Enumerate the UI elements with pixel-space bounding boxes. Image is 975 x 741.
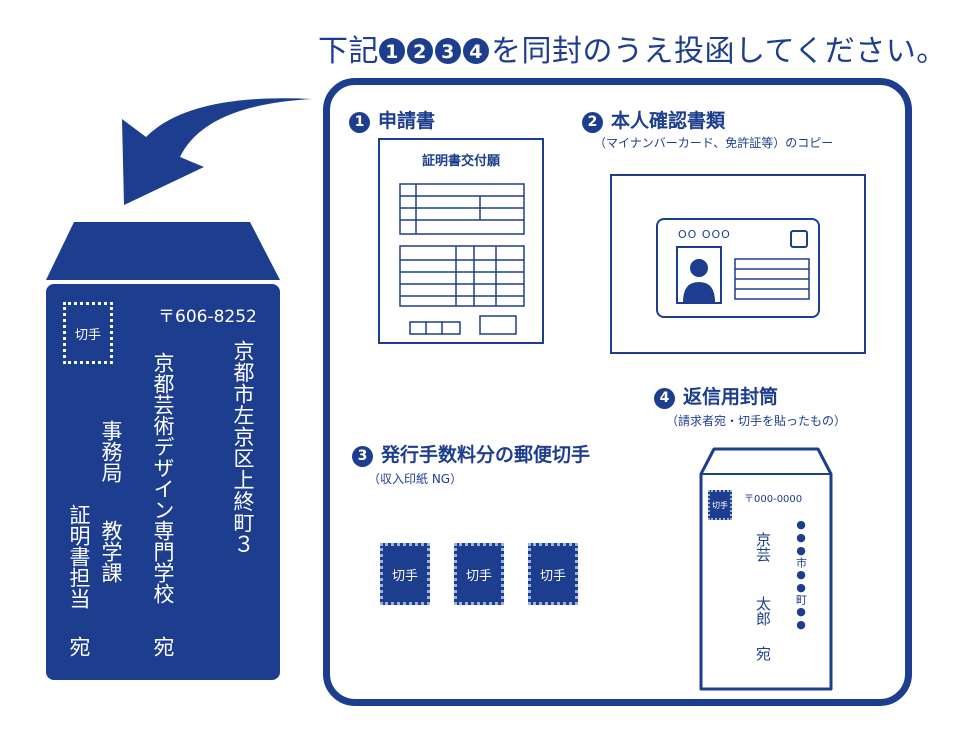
dept-section: 教学課 <box>99 520 123 583</box>
item-3-number: 3 <box>352 446 373 467</box>
person-photo-icon <box>676 246 722 304</box>
return-name-given: 太郎 <box>754 596 772 626</box>
item-3-label: 発行手数料分の郵便切手 <box>381 444 591 466</box>
item-2-number: 2 <box>582 112 603 133</box>
address-text: 京都市左京区上終町３ <box>231 340 255 555</box>
dept-honorific: 宛 <box>67 636 91 657</box>
item-1-number: 1 <box>349 112 370 133</box>
instruction-text: 下記 1 2 3 4 を同封のうえ投函してください。 <box>318 26 947 70</box>
main-envelope: 切手 〒606-8252 京都市左京区上終町３ 京都芸術デザイン専門学校 宛 事… <box>40 222 284 684</box>
instruction-suffix: を同封のうえ投函してください。 <box>491 34 947 69</box>
return-address: ●●● 市 ●● 町 ●● <box>792 518 810 631</box>
return-address-mid: ●● <box>794 568 808 594</box>
return-envelope: 切手 〒000-0000 ●●● 市 ●● 町 ●● 京芸 太郎 宛 <box>698 446 834 692</box>
instruction-numbers: 1 2 3 4 <box>379 38 489 64</box>
return-envelope-shape <box>699 447 833 691</box>
card-dots: OO OOO <box>678 228 731 241</box>
return-name-family: 京芸 <box>754 532 772 562</box>
item-4-label: 返信用封筒 <box>683 386 779 408</box>
id-copy-illustration: OO OOO <box>610 174 866 354</box>
dept-certificate: 証明書担当 <box>67 504 91 609</box>
stamp-box: 切手 <box>63 302 113 364</box>
stamp-label: 切手 <box>74 328 101 343</box>
return-stamp-label: 切手 <box>712 501 728 510</box>
instruction-num-4: 4 <box>469 41 483 63</box>
item-2-label: 本人確認書類 <box>611 110 726 132</box>
application-form-illustration: 証明書交付願 <box>378 138 544 344</box>
dept-office: 事務局 <box>99 420 123 483</box>
instruction-num-1: 1 <box>385 41 399 63</box>
curved-arrow-icon <box>122 98 312 205</box>
item-1-label: 申請書 <box>378 110 436 132</box>
school-name: 京都芸術デザイン専門学校 <box>151 352 175 604</box>
card-chip-icon <box>790 230 808 248</box>
item-4-number: 4 <box>654 388 675 409</box>
return-address-top: ●●● <box>794 518 808 557</box>
school-honorific: 宛 <box>151 636 175 657</box>
item-2-title: 2 本人確認書類 <box>582 106 725 133</box>
item-2-subtitle: （マイナンバーカード、免許証等）のコピー <box>594 136 834 150</box>
return-address-city: 市 <box>794 557 808 568</box>
form-lines <box>399 183 525 335</box>
return-postal-code: 〒000-0000 <box>744 494 803 505</box>
return-address-bottom: ●● <box>794 605 808 631</box>
envelope-shape <box>46 222 280 680</box>
postage-stamp-label: 切手 <box>391 569 418 584</box>
postage-stamp-label: 切手 <box>465 569 492 584</box>
item-4-title: 4 返信用封筒 <box>654 382 778 409</box>
return-honorific: 宛 <box>754 646 772 661</box>
item-3-title: 3 発行手数料分の郵便切手 <box>352 440 590 467</box>
form-title: 証明書交付願 <box>421 154 500 169</box>
postage-stamp: 切手 <box>380 543 430 605</box>
id-card: OO OOO <box>656 218 820 318</box>
item-4-subtitle: （請求者宛・切手を貼ったもの） <box>666 414 847 428</box>
postal-code: 〒606-8252 <box>158 307 257 327</box>
instruction-prefix: 下記 <box>318 34 379 69</box>
enclosures-frame <box>323 78 912 706</box>
postage-stamp: 切手 <box>528 543 578 605</box>
item-1-title: 1 申請書 <box>349 106 435 133</box>
item-3-subtitle: （収入印紙 NG） <box>368 472 463 486</box>
postage-stamp: 切手 <box>454 543 504 605</box>
return-stamp: 切手 <box>708 490 732 520</box>
instruction-num-2: 2 <box>413 41 427 63</box>
return-address-town: 町 <box>794 594 808 605</box>
card-text-lines <box>734 258 810 300</box>
instruction-num-3: 3 <box>441 41 455 63</box>
postage-stamp-label: 切手 <box>539 569 566 584</box>
